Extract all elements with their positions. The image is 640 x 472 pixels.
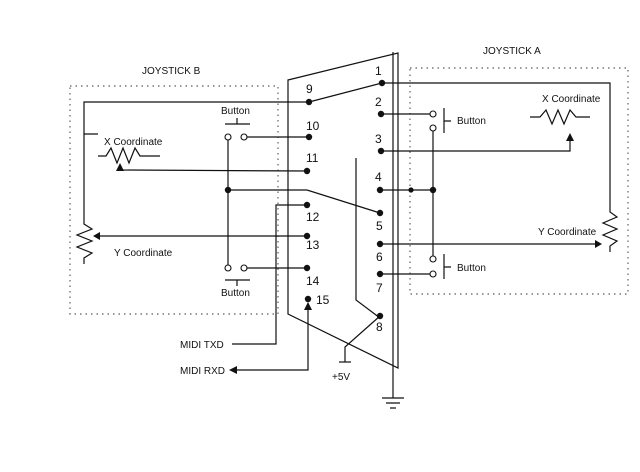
joystick-a-title: JOYSTICK A xyxy=(483,46,541,57)
pin-numbers: 1 2 3 4 5 6 7 8 9 10 11 12 13 14 15 xyxy=(306,64,383,334)
pin-label-5: 5 xyxy=(376,219,383,233)
pin-label-14: 14 xyxy=(306,274,320,288)
pin-label-11: 11 xyxy=(306,151,319,165)
joystick-b-y-resistor xyxy=(75,218,94,264)
midi-rxd-label: MIDI RXD xyxy=(180,366,225,377)
pin-10-contact xyxy=(305,133,313,141)
joystick-b-x-wiper-wire xyxy=(119,169,308,172)
joystick-a-button-bottom-actuator xyxy=(443,254,451,279)
joystick-b-button-bottom-label: Button xyxy=(221,288,250,299)
pin-15-contact xyxy=(304,295,312,303)
pin-label-3: 3 xyxy=(375,132,382,146)
pin-label-6: 6 xyxy=(376,250,383,264)
joystick-a-enclosure xyxy=(409,67,629,295)
joystick-a-button-bottom-lower-terminal xyxy=(429,270,437,278)
pin-label-1: 1 xyxy=(375,64,382,78)
joystick-b-x-wiper-arrow xyxy=(116,163,124,171)
pin-label-7: 7 xyxy=(376,281,383,295)
pin-label-13: 13 xyxy=(306,238,320,252)
joystick-b-enclosure xyxy=(69,85,279,315)
joystick-b-y-label: Y Coordinate xyxy=(114,248,173,259)
joystick-b-button-top-actuator xyxy=(225,118,250,125)
pin8-to-vcc-wire xyxy=(344,315,381,362)
vcc-label: +5V xyxy=(332,372,350,383)
joystick-b-button-bottom-right-terminal xyxy=(240,264,248,272)
joystick-a-x-wiper-arrow xyxy=(566,133,574,141)
pin-label-9: 9 xyxy=(306,82,313,96)
joystick-a-button-top-upper-terminal xyxy=(429,110,437,118)
joystick-a-y-resistor xyxy=(601,206,619,252)
pin-label-8: 8 xyxy=(376,320,383,334)
midi-rxd-wire xyxy=(236,306,309,371)
joystick-b-title: JOYSTICK B xyxy=(142,66,201,77)
joystick-a-x-label: X Coordinate xyxy=(542,94,601,105)
joystick-b-button-top-left-terminal xyxy=(224,133,232,141)
joystick-b-button-top-right-terminal xyxy=(240,133,248,141)
pin-label-12: 12 xyxy=(306,210,320,224)
joystick-b-x-label: X Coordinate xyxy=(104,137,163,148)
joystick-a-button-top-label: Button xyxy=(457,116,486,127)
joystick-a-y-label: Y Coordinate xyxy=(538,227,597,238)
pin1-to-joystick-a-wire xyxy=(382,82,611,206)
joystick-a-button-bottom-upper-terminal xyxy=(429,255,437,263)
joystick-b-x-resistor xyxy=(98,146,160,165)
pin-label-4: 4 xyxy=(375,170,382,184)
midi-txd-label: MIDI TXD xyxy=(180,340,224,351)
pin15-arrow xyxy=(304,302,312,310)
joystick-b-y-wiper-arrow xyxy=(93,232,100,240)
joystick-a-x-wiper-wire xyxy=(381,138,571,152)
pin9-to-pin1-wire xyxy=(308,82,383,103)
pin-label-10: 10 xyxy=(306,119,320,133)
pin-label-2: 2 xyxy=(375,95,382,109)
joystick-b-button-bottom-left-terminal xyxy=(224,264,232,272)
joystick-b-button-bottom-actuator xyxy=(225,279,250,286)
joystick-b-common-wire xyxy=(83,101,309,135)
joystick-a-button-top-actuator xyxy=(443,108,451,133)
joystick-a-y-wiper-arrow xyxy=(595,240,602,248)
ground-symbol xyxy=(382,397,404,409)
joystick-a-button-bottom-label: Button xyxy=(457,263,486,274)
joystick-a-x-resistor xyxy=(530,108,590,126)
joystick-b-button-top-label: Button xyxy=(221,106,250,117)
midi-rxd-arrow xyxy=(229,366,237,374)
joystick-a-button-top-lower-terminal xyxy=(429,124,437,132)
joystick-b-ground-to-pin5 xyxy=(228,189,381,214)
midi-txd-wire xyxy=(232,204,307,345)
pin-label-15: 15 xyxy=(316,293,330,307)
